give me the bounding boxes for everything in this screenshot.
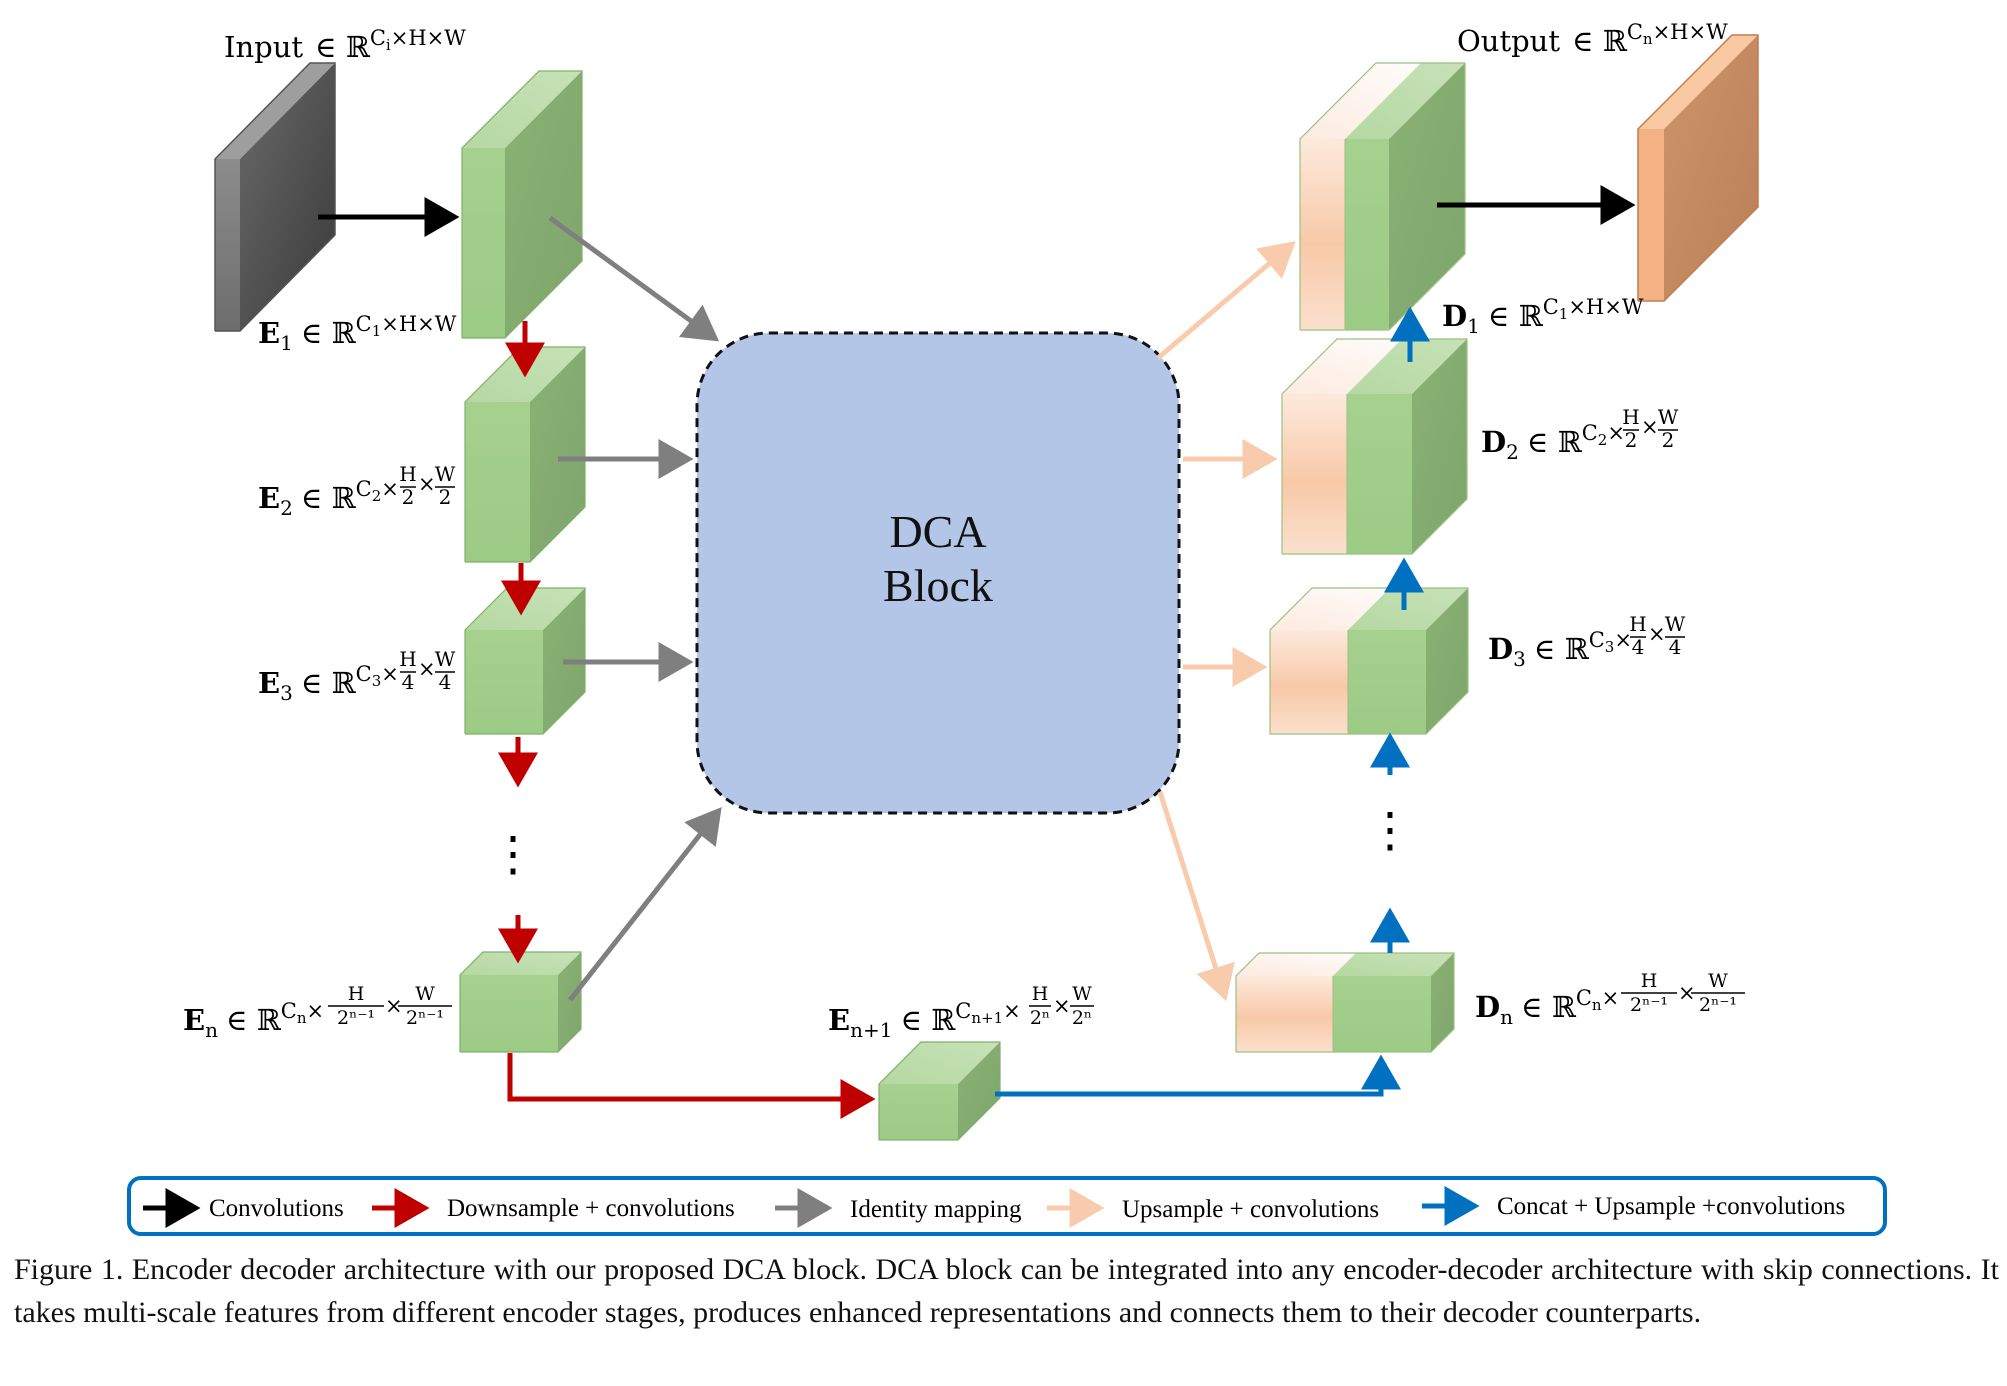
svg-text:4: 4 bbox=[402, 670, 415, 694]
legend-item-downsample: Downsample + convolutions bbox=[372, 1188, 735, 1228]
svg-text:4: 4 bbox=[1632, 635, 1645, 659]
svg-text:H: H bbox=[1629, 612, 1646, 636]
svg-text:Identity mapping: Identity mapping bbox=[850, 1196, 1022, 1223]
svg-text:En+1∈ ℝCn+1×: En+1∈ ℝCn+1× bbox=[828, 999, 1021, 1042]
arrow-dca-to-dn bbox=[1157, 791, 1235, 1002]
encoder-e2-volume bbox=[464, 346, 586, 563]
legend: Convolutions Downsample + convolutions I… bbox=[127, 1176, 1887, 1236]
svg-text:W: W bbox=[1708, 970, 1728, 992]
svg-text:2ⁿ: 2ⁿ bbox=[1030, 1007, 1050, 1029]
decoder-d1-volume bbox=[1299, 62, 1466, 331]
svg-text:×: × bbox=[418, 657, 436, 681]
encoder-en1-volume bbox=[878, 1041, 1001, 1141]
encoder-e3-volume bbox=[464, 587, 586, 735]
svg-text:H: H bbox=[1641, 970, 1658, 992]
svg-text:H: H bbox=[1622, 405, 1639, 429]
svg-text:W: W bbox=[1072, 983, 1092, 1005]
svg-text:Input∈ ℝCi×H×W: Input∈ ℝCi×H×W bbox=[224, 26, 466, 64]
arrow-dca-to-d1 bbox=[1156, 241, 1296, 360]
svg-text:W: W bbox=[435, 647, 456, 671]
output-label: Output∈ ℝCn×H×W bbox=[1457, 20, 1728, 58]
input-label: Input∈ ℝCi×H×W bbox=[224, 26, 466, 64]
svg-text:×: × bbox=[1678, 981, 1696, 1005]
figure-caption: Figure 1. Encoder decoder architecture w… bbox=[14, 1253, 1999, 1329]
encoder-en-volume bbox=[459, 951, 582, 1053]
d2-label: D2∈ ℝC2× H 2 × W 2 bbox=[1481, 405, 1679, 464]
svg-text:2ⁿ⁻¹: 2ⁿ⁻¹ bbox=[337, 1007, 375, 1029]
svg-text:×: × bbox=[1053, 994, 1071, 1018]
svg-text:2: 2 bbox=[1625, 428, 1638, 452]
svg-text:2: 2 bbox=[1662, 428, 1675, 452]
svg-text:En∈ ℝCn×: En∈ ℝCn× bbox=[183, 999, 324, 1042]
svg-text:Output∈ ℝCn×H×W: Output∈ ℝCn×H×W bbox=[1457, 20, 1728, 58]
arrow-en-to-dca bbox=[568, 807, 722, 1002]
decoder-dn-volume bbox=[1235, 952, 1455, 1053]
svg-text:4: 4 bbox=[439, 670, 452, 694]
dca-label-line1: DCA bbox=[889, 506, 986, 557]
input-volume bbox=[214, 62, 336, 332]
d3-label: D3∈ ℝC3× H 4 × W 4 bbox=[1488, 612, 1686, 671]
legend-item-concat: Concat + Upsample +convolutions bbox=[1422, 1186, 1845, 1226]
svg-text:E3∈ ℝC3×: E3∈ ℝC3× bbox=[258, 662, 399, 705]
legend-item-identity: Identity mapping bbox=[775, 1188, 1022, 1228]
svg-text:W: W bbox=[415, 983, 435, 1005]
decoder-ellipsis: ⋮ bbox=[1366, 802, 1414, 858]
d1-label: D1∈ ℝC1×H×W bbox=[1442, 295, 1644, 338]
svg-text:H: H bbox=[399, 462, 416, 486]
svg-text:H: H bbox=[399, 647, 416, 671]
svg-text:2ⁿ: 2ⁿ bbox=[1072, 1007, 1092, 1029]
dn-label: Dn∈ ℝCn× H 2ⁿ⁻¹ × W 2ⁿ⁻¹ bbox=[1475, 970, 1745, 1029]
arrow-e1-to-dca bbox=[548, 215, 720, 342]
svg-text:Dn∈ ℝCn×: Dn∈ ℝCn× bbox=[1475, 986, 1619, 1029]
svg-text:×: × bbox=[418, 472, 436, 496]
dca-block: DCA Block bbox=[695, 331, 1181, 815]
encoder-e1-volume bbox=[461, 70, 583, 339]
svg-text:4: 4 bbox=[1669, 635, 1682, 659]
svg-text:Upsample + convolutions: Upsample + convolutions bbox=[1122, 1196, 1379, 1223]
svg-text:2: 2 bbox=[402, 485, 415, 509]
encoder-ellipsis: ⋮ bbox=[489, 826, 537, 882]
output-volume bbox=[1637, 34, 1759, 302]
dca-label-line2: Block bbox=[883, 560, 993, 611]
decoder-d3-volume bbox=[1269, 587, 1469, 735]
en1-label: En+1∈ ℝCn+1× H 2ⁿ × W 2ⁿ bbox=[828, 983, 1094, 1042]
svg-text:W: W bbox=[1658, 405, 1679, 429]
svg-text:2: 2 bbox=[439, 485, 452, 509]
svg-text:H: H bbox=[348, 983, 365, 1005]
svg-text:Convolutions: Convolutions bbox=[209, 1195, 344, 1222]
svg-text:×: × bbox=[385, 994, 403, 1018]
svg-text:2ⁿ⁻¹: 2ⁿ⁻¹ bbox=[1699, 994, 1737, 1016]
e3-label: E3∈ ℝC3× H 4 × W 4 bbox=[258, 647, 456, 705]
svg-text:2ⁿ⁻¹: 2ⁿ⁻¹ bbox=[1630, 994, 1668, 1016]
svg-text:×: × bbox=[1648, 622, 1666, 646]
svg-text:E2∈ ℝC2×: E2∈ ℝC2× bbox=[258, 477, 399, 520]
svg-text:D2∈ ℝC2×: D2∈ ℝC2× bbox=[1481, 421, 1625, 464]
e1-label: E1∈ ℝC1×H×W bbox=[258, 312, 457, 355]
svg-text:2ⁿ⁻¹: 2ⁿ⁻¹ bbox=[406, 1007, 444, 1029]
e2-label: E2∈ ℝC2× H 2 × W 2 bbox=[258, 462, 456, 520]
svg-text:D3∈ ℝC3×: D3∈ ℝC3× bbox=[1488, 628, 1632, 671]
svg-text:W: W bbox=[1665, 612, 1686, 636]
legend-item-convolutions: Convolutions bbox=[143, 1188, 344, 1228]
svg-text:Downsample + convolutions: Downsample + convolutions bbox=[447, 1195, 735, 1222]
arrow-en1-to-dn bbox=[995, 1054, 1401, 1097]
svg-text:×: × bbox=[1641, 415, 1659, 439]
svg-text:H: H bbox=[1032, 983, 1049, 1005]
svg-text:Concat + Upsample +convolution: Concat + Upsample +convolutions bbox=[1497, 1193, 1845, 1220]
arrow-en-to-en1 bbox=[507, 1053, 876, 1119]
en-label: En∈ ℝCn× H 2ⁿ⁻¹ × W 2ⁿ⁻¹ bbox=[183, 983, 452, 1042]
legend-item-upsample: Upsample + convolutions bbox=[1047, 1188, 1379, 1228]
svg-text:D1∈ ℝC1×H×W: D1∈ ℝC1×H×W bbox=[1442, 295, 1644, 338]
svg-text:W: W bbox=[435, 462, 456, 486]
decoder-d2-volume bbox=[1281, 338, 1468, 555]
svg-text:E1∈ ℝC1×H×W: E1∈ ℝC1×H×W bbox=[258, 312, 457, 355]
